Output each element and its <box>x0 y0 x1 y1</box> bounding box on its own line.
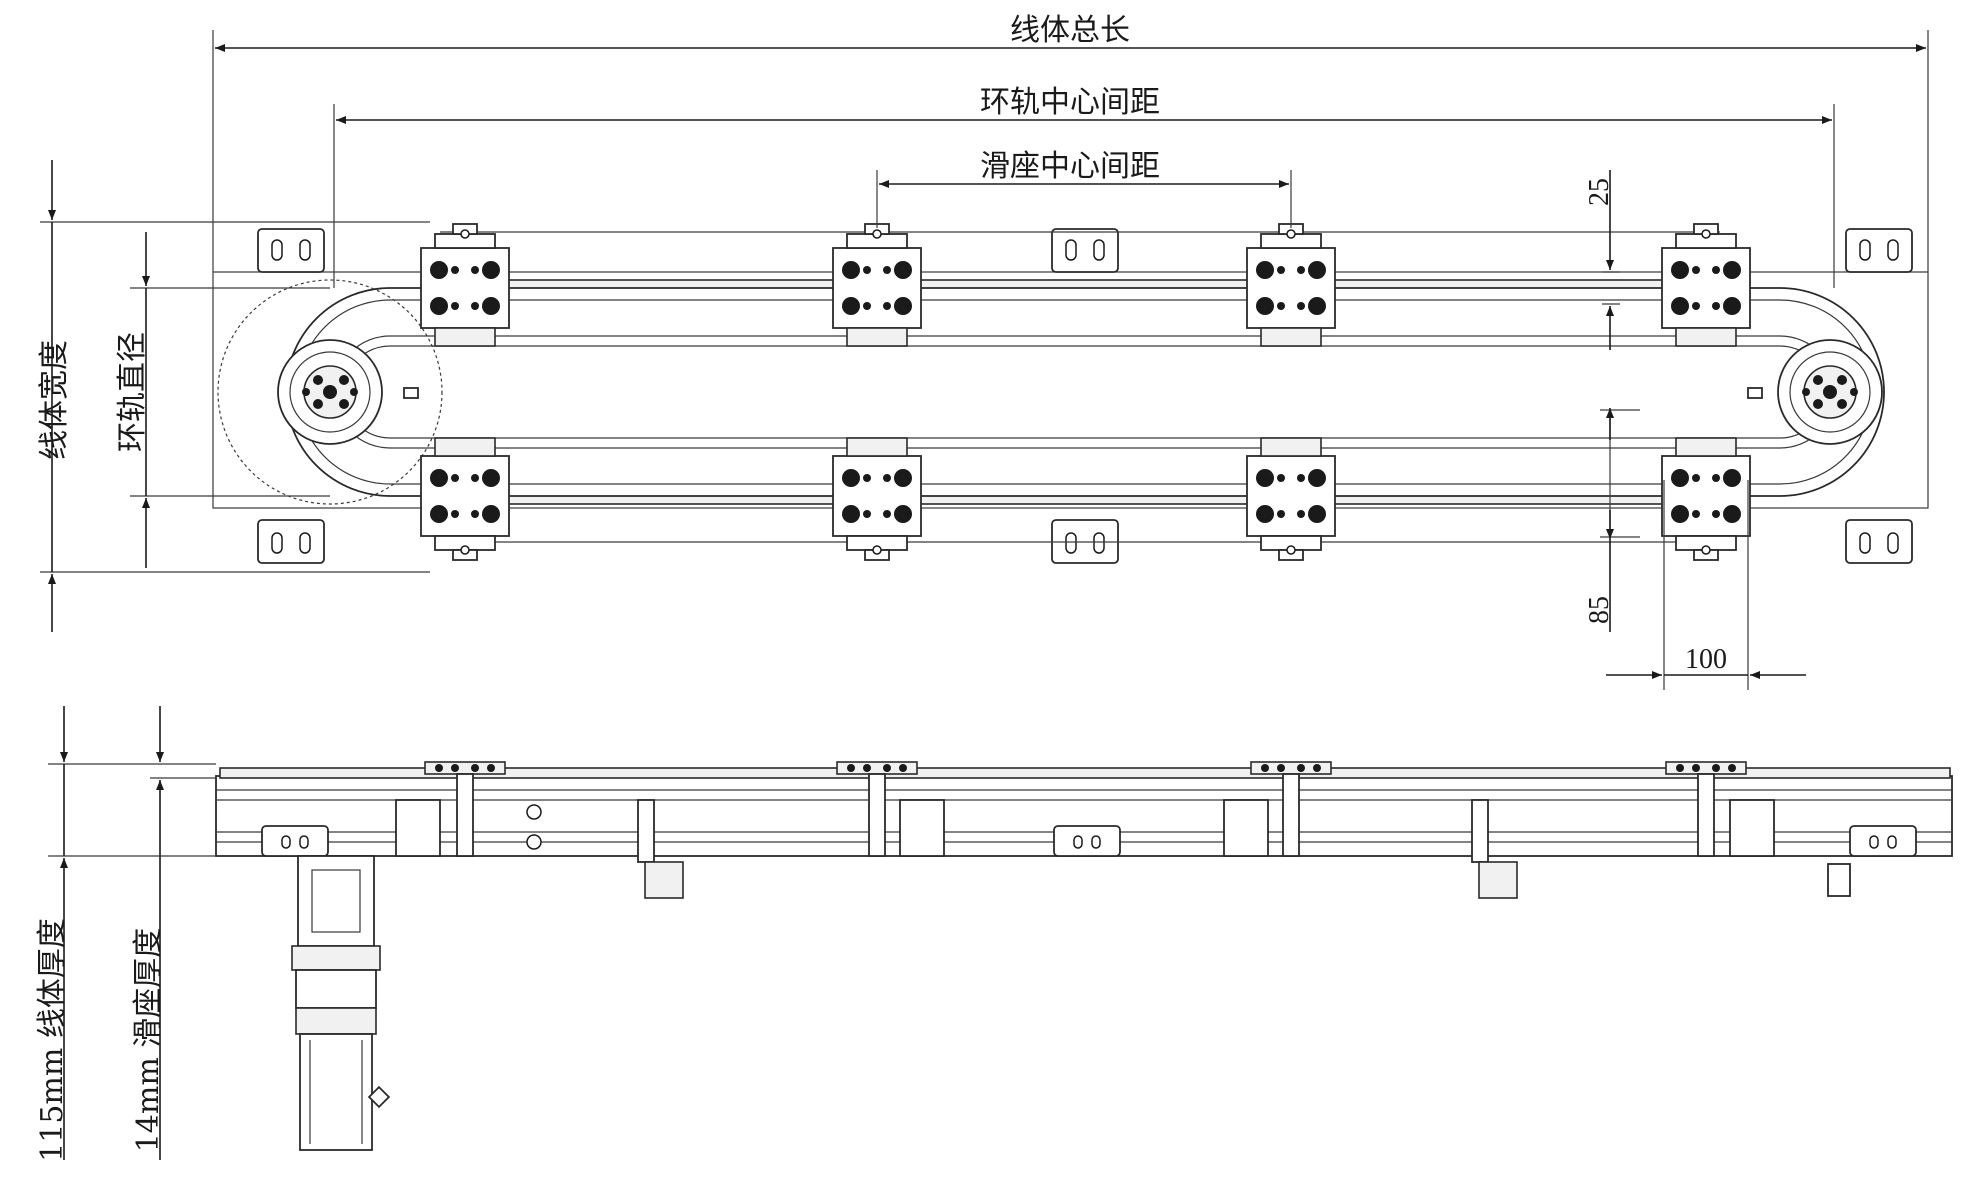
slider-block <box>1246 223 1336 347</box>
line-width-label: 线体宽度 <box>37 340 72 460</box>
dim-85: 85 <box>1584 408 1640 632</box>
dim-slider-center-distance: 滑座中心间距 <box>876 149 1292 228</box>
right-drive-wheel <box>403 339 1883 445</box>
side-slider <box>1665 761 1747 857</box>
ring-track <box>285 287 1885 497</box>
dim-ring-diameter: 环轨直径 <box>115 232 330 568</box>
sliders-bottom-row <box>420 437 1751 561</box>
dim-100-value: 100 <box>1685 644 1727 675</box>
slider-block <box>1246 437 1336 561</box>
left-drive-wheel <box>217 279 443 505</box>
side-brackets <box>261 799 1917 857</box>
side-view: 115mm 线体厚度 14mm 滑座厚度 <box>35 706 1953 1162</box>
dim-total-length: 线体总长 <box>212 13 1929 272</box>
slider-center-distance-label: 滑座中心间距 <box>980 149 1160 184</box>
slider-block <box>420 223 510 347</box>
slider-block <box>832 223 922 347</box>
dim-25-value: 25 <box>1584 178 1615 206</box>
line-thickness-label: 115mm 线体厚度 <box>35 918 70 1162</box>
sliders-top-row <box>420 223 1751 347</box>
side-view-sliders <box>424 761 1747 857</box>
total-length-label: 线体总长 <box>1010 13 1130 48</box>
ring-diameter-label: 环轨直径 <box>115 332 150 452</box>
dim-line-width: 线体宽度 <box>37 160 430 632</box>
slider-block <box>832 437 922 561</box>
side-slider <box>836 761 918 857</box>
dim-85-value: 85 <box>1584 596 1615 624</box>
dim-side-thickness: 115mm 线体厚度 14mm 滑座厚度 <box>35 706 216 1162</box>
side-slider <box>1250 761 1332 857</box>
ring-center-distance-label: 环轨中心间距 <box>980 85 1160 120</box>
dim-100: 100 <box>1606 480 1806 690</box>
slider-block <box>1661 223 1751 347</box>
top-slide-strip <box>219 767 1951 779</box>
motor-assembly <box>291 855 391 1151</box>
side-hangers <box>637 799 1851 899</box>
plan-view: 线体总长 环轨中心间距 滑座中心间距 线体宽度 <box>37 13 1929 690</box>
slider-block <box>1661 437 1751 561</box>
slider-thickness-label: 14mm 滑座厚度 <box>131 928 166 1153</box>
dim-ring-center-distance: 环轨中心间距 <box>333 85 1835 288</box>
slider-block <box>420 437 510 561</box>
side-slider <box>424 761 506 857</box>
dim-25: 25 <box>1584 170 1620 350</box>
